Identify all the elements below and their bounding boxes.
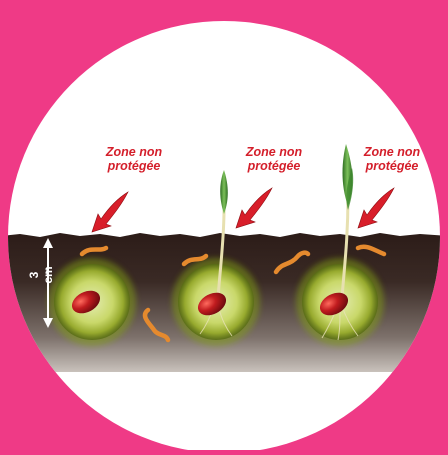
zone-label-3: Zone non protégée xyxy=(350,145,434,173)
depth-label: 3 cm xyxy=(27,263,41,287)
zone-label-2: Zone non protégée xyxy=(232,145,316,173)
zone-label-1: Zone non protégée xyxy=(92,145,176,173)
